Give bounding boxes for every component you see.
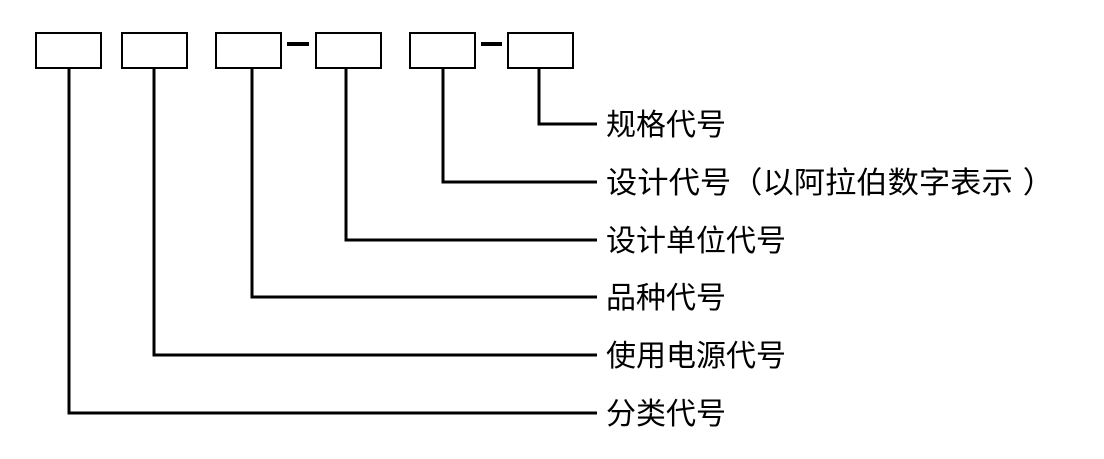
label-variety-code: 品种代号: [606, 281, 726, 316]
label-specification-code: 规格代号: [606, 108, 726, 143]
connector-specification: [537, 68, 597, 126]
label-design-code: 设计代号（以阿拉伯数字表示 ）: [606, 166, 1054, 201]
code-box-design-unit: [315, 32, 382, 69]
code-box-classification: [35, 32, 102, 69]
connector-classification: [67, 68, 597, 415]
code-box-design-number: [409, 32, 476, 69]
connector-variety: [250, 68, 597, 299]
code-box-specification: [507, 32, 574, 69]
code-box-power-source: [121, 32, 188, 69]
label-power-source-code: 使用电源代号: [606, 339, 786, 374]
connector-power-source: [152, 68, 597, 357]
code-box-variety: [215, 32, 282, 69]
connector-design-unit: [344, 68, 597, 242]
label-design-unit-code: 设计单位代号: [606, 224, 786, 259]
label-classification-code: 分类代号: [606, 397, 726, 432]
connector-design-number: [441, 68, 597, 184]
